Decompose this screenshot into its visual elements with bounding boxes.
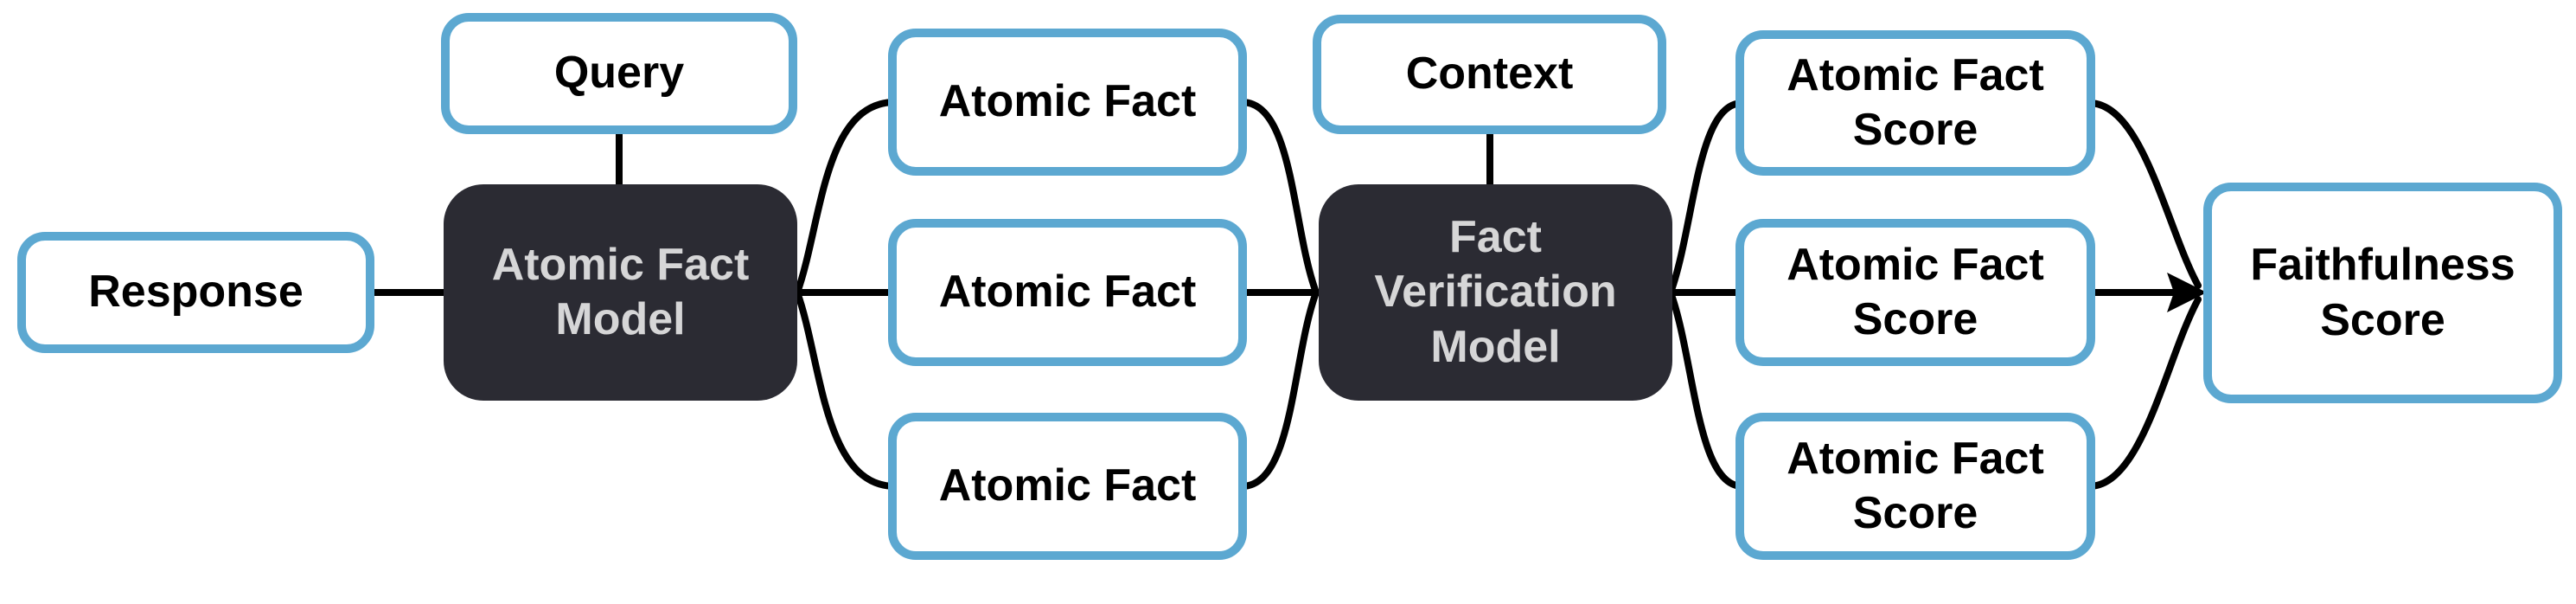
node-atomic-fact-score-3: Atomic Fact Score — [1735, 413, 2095, 560]
node-fact-verification-model: Fact Verification Model — [1319, 184, 1672, 401]
node-atomic-fact-score-1: Atomic Fact Score — [1735, 30, 2095, 176]
connector-model-to-fact-3 — [794, 289, 898, 490]
arrowhead-to-faithfulness — [2167, 273, 2207, 312]
node-atomic-fact-1-label: Atomic Fact — [938, 76, 1197, 127]
node-context-label: Context — [1405, 48, 1574, 100]
node-atomic-fact-2-label: Atomic Fact — [938, 267, 1197, 318]
connector-verifier-to-score-1 — [1667, 100, 1746, 296]
node-atomic-fact-3-label: Atomic Fact — [938, 460, 1197, 511]
node-atomic-fact-score-3-label: Atomic Fact Score — [1787, 433, 2044, 538]
connector-fact-1-to-verifier — [1238, 99, 1320, 296]
node-atomic-fact-1: Atomic Fact — [888, 29, 1247, 176]
node-atomic-fact-3: Atomic Fact — [888, 413, 1247, 560]
connector-fact-3-to-verifier — [1238, 289, 1320, 490]
node-atomic-fact-score-1-label: Atomic Fact Score — [1787, 49, 2044, 155]
node-query-label: Query — [553, 48, 685, 99]
node-response: Response — [17, 232, 374, 353]
node-atomic-fact-score-2: Atomic Fact Score — [1735, 219, 2095, 366]
node-response-label: Response — [88, 267, 304, 318]
node-faithfulness-score: Faithfulness Score — [2203, 183, 2562, 403]
connector-verifier-to-score-3 — [1667, 289, 1746, 490]
node-fact-verification-model-label: Fact Verification Model — [1374, 211, 1617, 372]
node-query: Query — [441, 13, 797, 134]
node-atomic-fact-model: Atomic Fact Model — [444, 184, 797, 401]
connector-score-3-to-faithfulness — [2086, 296, 2202, 490]
node-atomic-fact-2: Atomic Fact — [888, 219, 1247, 366]
connector-model-to-fact-1 — [794, 99, 898, 296]
node-atomic-fact-model-label: Atomic Fact Model — [491, 239, 750, 344]
node-atomic-fact-score-2-label: Atomic Fact Score — [1787, 239, 2044, 344]
node-faithfulness-score-label: Faithfulness Score — [2250, 240, 2515, 345]
connector-score-1-to-faithfulness — [2086, 100, 2202, 289]
node-context: Context — [1313, 15, 1666, 134]
